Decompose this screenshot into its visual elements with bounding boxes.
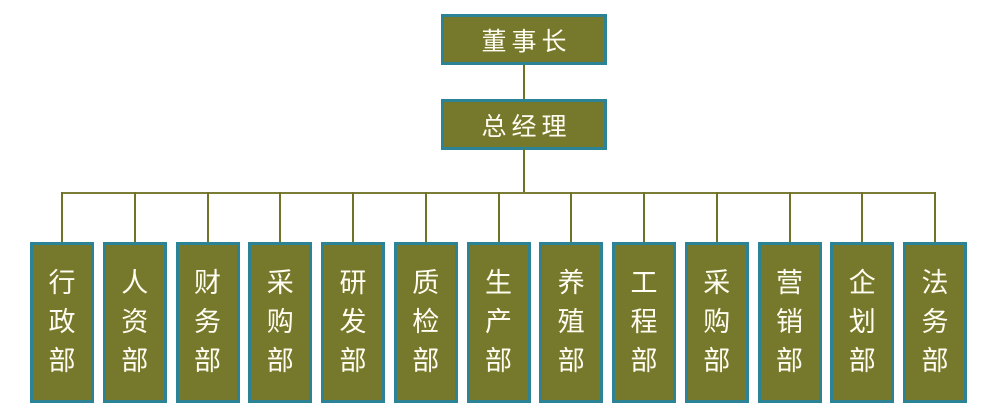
department-cell: 人资部 — [97, 192, 172, 403]
connector-dept-stub — [715, 192, 718, 242]
department-cell: 工程部 — [607, 192, 682, 403]
department-label: 养殖部 — [557, 268, 585, 377]
department-box: 采购部 — [684, 242, 749, 403]
department-cell: 企划部 — [825, 192, 900, 403]
department-cell: 行政部 — [25, 192, 100, 403]
connector-dept-stub — [788, 192, 791, 242]
connector-dept-stub — [61, 192, 63, 242]
department-label: 财务部 — [194, 268, 221, 377]
department-cell: 财务部 — [170, 192, 245, 403]
department-label: 人资部 — [121, 268, 149, 377]
connector-dept-stub — [570, 192, 573, 242]
connector-dept-stub — [643, 192, 645, 242]
department-box: 工程部 — [612, 242, 676, 403]
department-label: 法务部 — [921, 268, 949, 377]
department-box: 行政部 — [30, 242, 94, 403]
connector-dept-stub — [861, 192, 864, 242]
department-label: 工程部 — [630, 268, 658, 377]
department-label: 企划部 — [848, 268, 876, 377]
department-box: 人资部 — [102, 242, 167, 403]
department-box: 企划部 — [830, 242, 895, 403]
department-cell: 营销部 — [752, 192, 827, 403]
department-box: 质检部 — [393, 242, 458, 403]
connector-dept-stub — [206, 192, 209, 242]
connector-dept-stub — [279, 192, 282, 242]
department-box: 养殖部 — [539, 242, 604, 403]
chairman-box: 董事长 — [441, 14, 607, 65]
general-manager-label: 总经理 — [481, 111, 572, 141]
connector-gm-rail — [523, 149, 525, 192]
department-cell: 质检部 — [388, 192, 463, 403]
connector-dept-stub — [133, 192, 136, 242]
department-cell: 养殖部 — [534, 192, 609, 403]
department-box: 生产部 — [466, 242, 531, 403]
department-cell: 研发部 — [316, 192, 391, 403]
department-cell: 生产部 — [461, 192, 536, 403]
connector-chairman-gm — [523, 65, 525, 99]
department-box: 财务部 — [175, 242, 240, 403]
department-label: 研发部 — [339, 268, 367, 377]
chairman-label: 董事长 — [481, 26, 572, 56]
connector-dept-stub — [424, 192, 427, 242]
department-label: 行政部 — [48, 268, 76, 377]
department-box: 采购部 — [248, 242, 313, 403]
department-cell: 采购部 — [243, 192, 318, 403]
connector-dept-stub — [497, 192, 500, 242]
department-cell: 采购部 — [679, 192, 754, 403]
department-box: 法务部 — [903, 242, 967, 403]
department-label: 质检部 — [412, 268, 440, 377]
department-label: 营销部 — [776, 268, 803, 377]
general-manager-box: 总经理 — [441, 99, 607, 150]
department-box: 研发部 — [321, 242, 385, 403]
connector-dept-stub — [934, 192, 936, 242]
connector-dept-stub — [352, 192, 354, 242]
department-label: 采购部 — [703, 268, 731, 377]
department-label: 生产部 — [485, 268, 512, 377]
department-box: 营销部 — [757, 242, 822, 403]
department-cell: 法务部 — [898, 192, 973, 403]
department-label: 采购部 — [266, 268, 294, 377]
